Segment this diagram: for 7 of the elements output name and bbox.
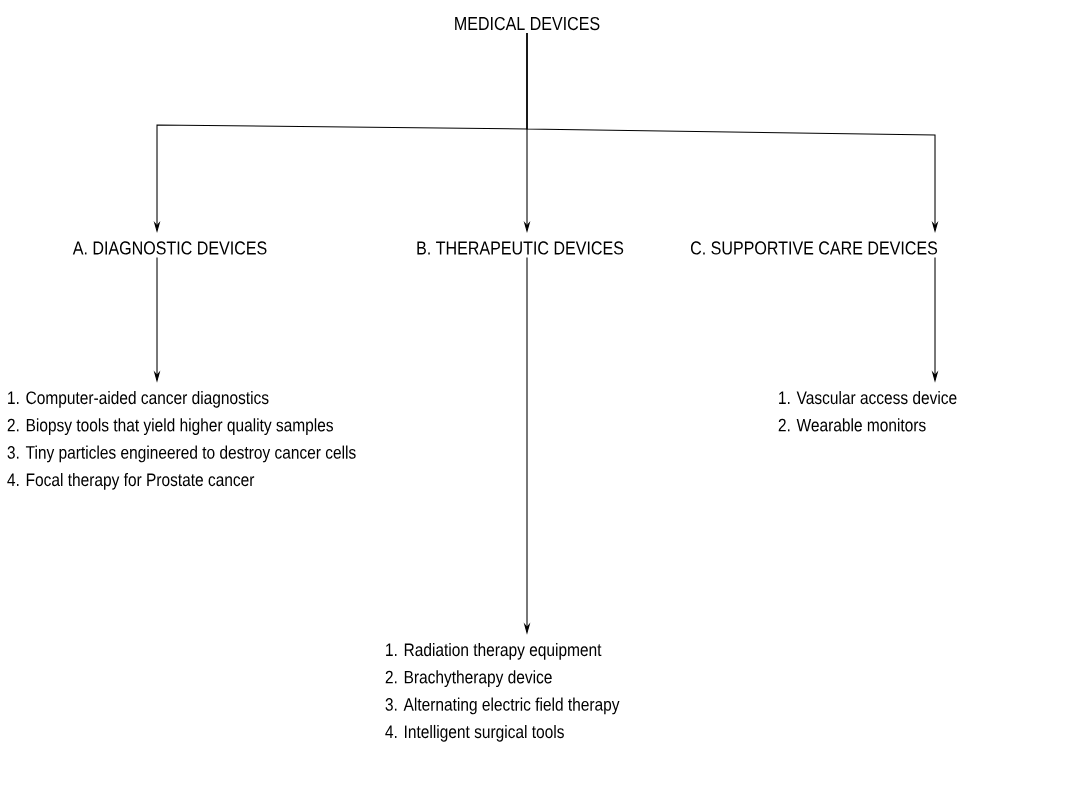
list-text: 1. Computer-aided cancer diagnostics 2. Biopsy tools that yield higher quality samples 3. Tiny particles engineered to destroy cancer cells 4. Focal therapy for Prostate cancer	[7, 390, 356, 490]
category-text: C. SUPPORTIVE CARE DEVICES	[690, 241, 938, 255]
list-text: 1. Vascular access device 2. Wearable monitors	[778, 390, 957, 432]
category-text: A. DIAGNOSTIC DEVICES	[72, 241, 267, 255]
heading-text: MEDICAL DEVICES	[455, 16, 600, 31]
category-text: B. THERAPEUTIC DEVICES	[417, 241, 624, 255]
list-text: 1. Radiation therapy equipment 2. Brachytherapy device 3. Alternating electric field therapy 4. Intelligent surgical tools	[385, 642, 620, 742]
